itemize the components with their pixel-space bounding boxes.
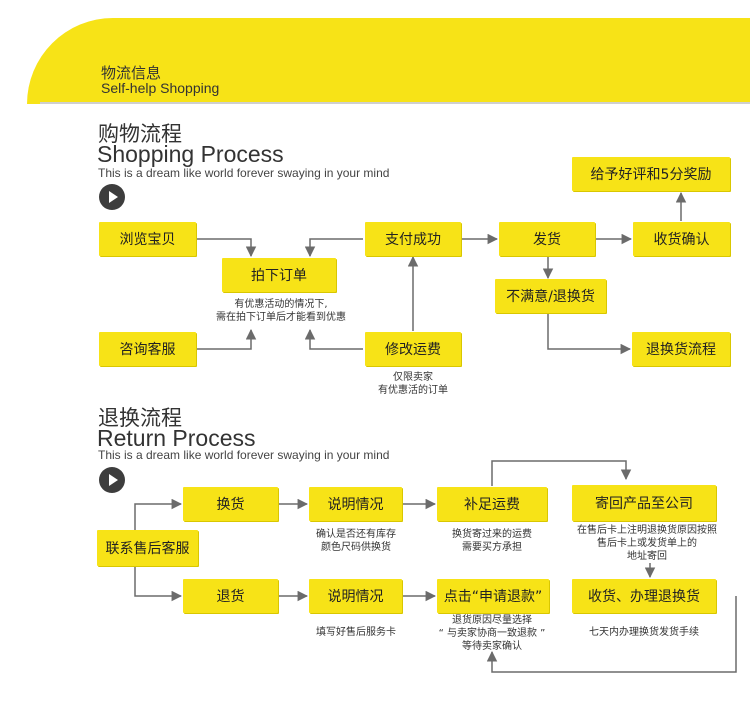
review-reward-box: 给予好评和5分奖励 [572,157,730,191]
shopping-title-zh: 购物流程 [98,122,182,146]
banner-title-en: Self-help Shopping [101,80,220,96]
receive-process-box: 收货、办理退换货 [572,579,716,613]
supplement-shipping-box: 补足运费 [437,487,547,521]
order-note: 有优惠活动的情况下, 需在拍下订单后才能看到优惠 [216,299,346,323]
contact-aftersales-box: 联系售后客服 [97,530,198,566]
payment-success-box: 支付成功 [365,222,461,256]
return-title-en: Return Process [97,425,256,451]
consult-service-box: 咨询客服 [99,332,196,366]
banner-title-zh: 物流信息 [101,64,162,82]
play-circle-icon [99,184,125,210]
shopping-title-en: Shopping Process [97,141,284,167]
explain-exchange-note: 确认是否还有库存 颜色尺码供换货 [316,529,396,553]
play-circle-icon [99,467,125,493]
exchange-box: 换货 [183,487,278,521]
arrow-supplement-sendback [491,460,632,486]
return-subtitle: This is a dream like world forever swayi… [98,448,390,462]
send-back-box: 寄回产品至公司 [572,485,716,521]
ship-box: 发货 [499,222,595,256]
apply-refund-box: 点击“申请退款” [437,579,549,613]
return-flow-box: 退换货流程 [632,332,730,366]
arrow-unsatisfied-returnflow [547,313,632,355]
unsatisfied-return-box: 不满意/退换货 [495,279,606,313]
confirm-receipt-box: 收货确认 [633,222,730,256]
return-title-zh: 退换流程 [98,406,182,430]
arrow-receive-apply [486,596,737,673]
arrow-pay-order [304,238,363,258]
send-back-note: 在售后卡上注明退换货原因按照 售后卡上或发货单上的 地址寄回 [577,525,717,562]
arrow-contact-exchange [134,498,183,530]
explain-exchange-box: 说明情况 [309,487,402,521]
shopping-subtitle: This is a dream like world forever swayi… [98,166,390,180]
receive-process-note: 七天内办理换货发货手续 [589,627,699,638]
modify-note: 仅限卖家 有优惠活的订单 [378,372,448,396]
arrow-browse-order [196,238,257,258]
refund-box: 退货 [183,579,278,613]
supplement-note: 换货寄过来的运费 需要买方承担 [452,529,532,553]
place-order-box: 拍下订单 [222,258,336,292]
header-banner [27,18,750,104]
browse-box: 浏览宝贝 [99,222,196,256]
arrow-consult-order [196,328,257,350]
explain-refund-note: 填写好售后服务卡 [316,627,396,638]
apply-refund-note: 退货原因尽量选择 “ 与卖家协商一致退款 ” 等待卖家确认 [438,615,546,652]
banner-shadow [40,102,750,104]
arrow-modify-order [304,328,363,350]
modify-shipping-box: 修改运费 [365,332,461,366]
arrow-contact-refund [134,566,183,602]
explain-refund-box: 说明情况 [309,579,402,613]
